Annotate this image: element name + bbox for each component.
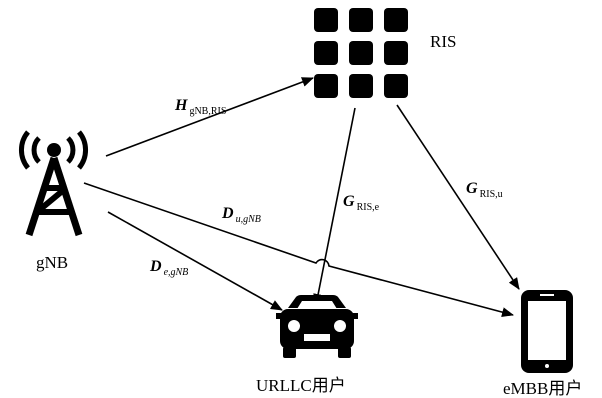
label-de-subscript: e,gNB [164, 267, 189, 278]
label-gu-symbol: G [466, 180, 478, 197]
cell-tower-icon [19, 130, 88, 237]
urllc-user-label: URLLC用户 [256, 376, 346, 395]
embb-user-label: eMBB用户 [503, 379, 582, 398]
label-ge-symbol: G [343, 193, 355, 210]
ris-grid-icon [314, 8, 408, 98]
label-h-symbol: H [174, 97, 188, 114]
label-du-symbol: D [221, 205, 234, 222]
label-de-symbol: D [149, 258, 162, 275]
smartphone-icon [521, 290, 573, 373]
label-gu-subscript: RIS,u [480, 189, 503, 200]
link-gnb-urllc [107, 211, 283, 311]
link-ris-urllc [313, 107, 356, 306]
car-icon [276, 295, 358, 358]
link-ris-embb [396, 104, 520, 290]
label-h-subscript: gNB,RIS [189, 106, 226, 117]
gnb-label: gNB [36, 253, 68, 272]
link-gnb-embb [83, 182, 514, 318]
link-gnb-ris [105, 77, 314, 157]
ris-label: RIS [430, 32, 456, 51]
label-du-subscript: u,gNB [236, 214, 261, 225]
label-ge-subscript: RIS,e [357, 202, 380, 213]
